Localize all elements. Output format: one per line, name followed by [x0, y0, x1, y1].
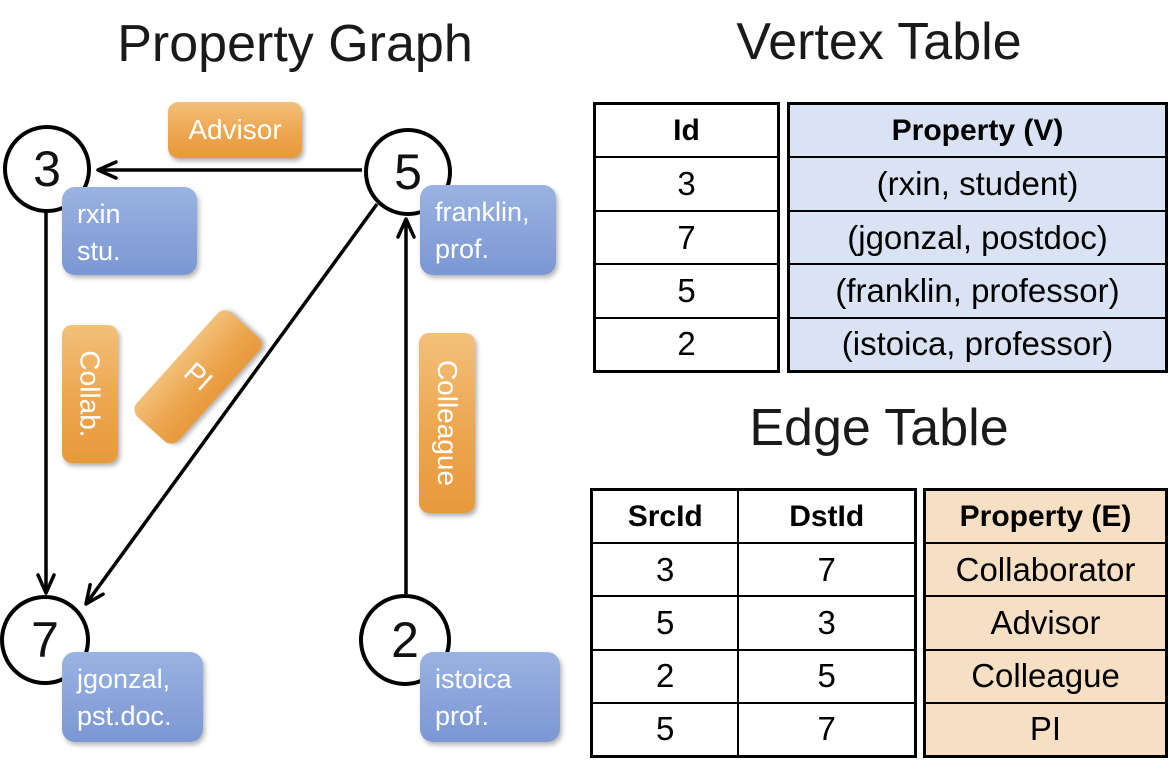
property-graph-title: Property Graph [117, 15, 473, 73]
dstid-cell: 5 [737, 650, 914, 702]
node-id-label: 7 [31, 612, 59, 668]
vertex-table-header-id: Id [673, 113, 700, 147]
edge-label-colleague: Colleague [419, 333, 475, 513]
edge-table-id-columns: SrcId DstId 3 7 5 3 2 5 5 7 [590, 488, 917, 758]
edge-table-header-srcid: SrcId [627, 499, 703, 533]
vertex-label-line: rxin [77, 199, 121, 229]
vertex-table-title: Vertex Table [736, 13, 1022, 71]
vertex-label-line: prof. [435, 234, 490, 265]
vertex-label-line: stu. [77, 236, 121, 267]
edge-label-text: Collab. [75, 350, 107, 438]
edge-label-text: PI [178, 356, 219, 398]
edge-table-header-property: Property (E) [959, 499, 1132, 533]
vertex-label-jgonzal: jgonzal, pst.doc. [62, 652, 203, 742]
edge-arrow-5-to-7 [84, 202, 379, 606]
vertex-label-line: jgonzal, [77, 664, 171, 694]
table-row: 3 7 [593, 542, 914, 596]
edge-label-text: Colleague [432, 359, 464, 487]
table-row: 5 7 [593, 701, 914, 756]
table-row: 5 [596, 263, 777, 316]
node-id-label: 3 [33, 141, 61, 197]
dstid-cell: 3 [737, 597, 914, 649]
vertex-label-line: franklin, [435, 197, 530, 227]
edge-label-advisor: Advisor [168, 102, 302, 158]
edge-table-header-row: SrcId DstId [593, 491, 914, 543]
table-row: PI [926, 701, 1165, 755]
vertex-table-property-column: Property (V) (rxin, student) (jgonzal, p… [787, 102, 1168, 373]
edge-table-title: Edge Table [749, 399, 1009, 457]
vertex-table-id-column: Id 3 7 5 2 [593, 102, 780, 373]
graph-node-2: 2 [359, 594, 451, 686]
table-row: Advisor [926, 595, 1165, 648]
edge-table-header-dstid: DstId [737, 491, 914, 543]
table-row: Colleague [926, 648, 1165, 702]
table-row: (jgonzal, postdoc) [790, 209, 1165, 263]
table-row: (rxin, student) [790, 156, 1165, 209]
srcid-cell: 3 [656, 550, 675, 588]
edge-table-property-column: Property (E) Collaborator Advisor Collea… [923, 488, 1168, 758]
vertex-label-istoica: istoica prof. [420, 652, 560, 742]
table-row: 2 5 [593, 648, 914, 702]
edge-label-text: Advisor [188, 114, 282, 145]
table-row: Collaborator [926, 542, 1165, 595]
graph-edges-canvas [36, 160, 416, 606]
srcid-cell: 2 [656, 657, 675, 695]
table-row: 7 [596, 209, 777, 263]
table-row: 2 [596, 316, 777, 370]
edge-label-collab: Collab. [62, 325, 118, 463]
vertex-label-franklin: franklin, prof. [420, 185, 556, 275]
vertex-label-line: prof. [435, 701, 490, 732]
dstid-cell: 7 [737, 544, 914, 596]
graph-node-5: 5 [364, 128, 452, 216]
table-row: 5 3 [593, 595, 914, 649]
vertex-label-line: pst.doc. [77, 701, 172, 732]
vertex-label-rxin: rxin stu. [62, 187, 197, 275]
table-row: (franklin, professor) [790, 263, 1165, 316]
srcid-cell: 5 [656, 710, 675, 748]
node-id-label: 5 [394, 144, 422, 200]
vertex-table-header-property: Property (V) [891, 113, 1064, 147]
vertex-label-line: istoica [435, 664, 512, 694]
node-id-label: 2 [391, 612, 419, 668]
srcid-cell: 5 [656, 604, 675, 641]
table-row: (istoica, professor) [790, 316, 1165, 370]
dstid-cell: 7 [737, 703, 914, 756]
table-row: 3 [596, 156, 777, 209]
